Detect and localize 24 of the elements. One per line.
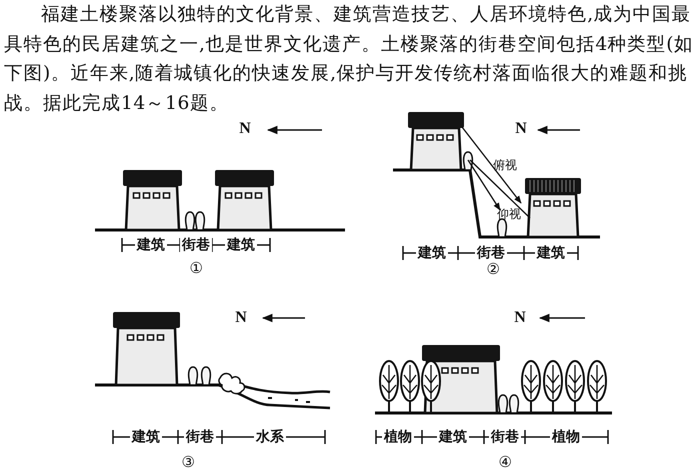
figure-number: ① <box>188 260 204 276</box>
dimension-label: 街巷 <box>184 429 216 445</box>
dimension-label: 建筑 <box>535 245 567 261</box>
dimension-label: 植物 <box>550 429 582 445</box>
dimension-label: 街巷 <box>489 429 521 445</box>
north-label: N <box>238 121 252 137</box>
dimension-label: 街巷 <box>180 237 212 253</box>
dimension-label: 街巷 <box>475 245 507 261</box>
dimension-label: 水系 <box>254 429 286 445</box>
question-paragraph: 福建土楼聚落以独特的文化背景、建筑营造技艺、人居环境特色,成为中国最具特色的民居建筑之一,也是世界文化遗产。土楼聚落的街巷空间包括4种类型(如下图)。近年来,随着城镇化的快速发展,保护与开发传统村落面临很大的难题和挑战。据此完成14～16题。 <box>4 3 694 116</box>
dimension-label: 建筑 <box>130 429 162 445</box>
dimension-label: 建筑 <box>416 245 448 261</box>
dimension-label: 建筑 <box>225 237 257 253</box>
figure-number: ④ <box>498 454 512 468</box>
figure-number: ③ <box>180 454 196 468</box>
north-label: N <box>514 121 528 137</box>
dimension-label: 建筑 <box>437 429 469 445</box>
dimension-label: 建筑 <box>135 237 167 253</box>
north-label: N <box>234 310 248 326</box>
dimension-label: 植物 <box>382 429 414 445</box>
sight-line-label: 俯视 <box>493 157 517 173</box>
figure-number: ② <box>486 261 500 277</box>
north-label: N <box>513 310 527 326</box>
sight-line-label: 仰视 <box>497 206 521 222</box>
